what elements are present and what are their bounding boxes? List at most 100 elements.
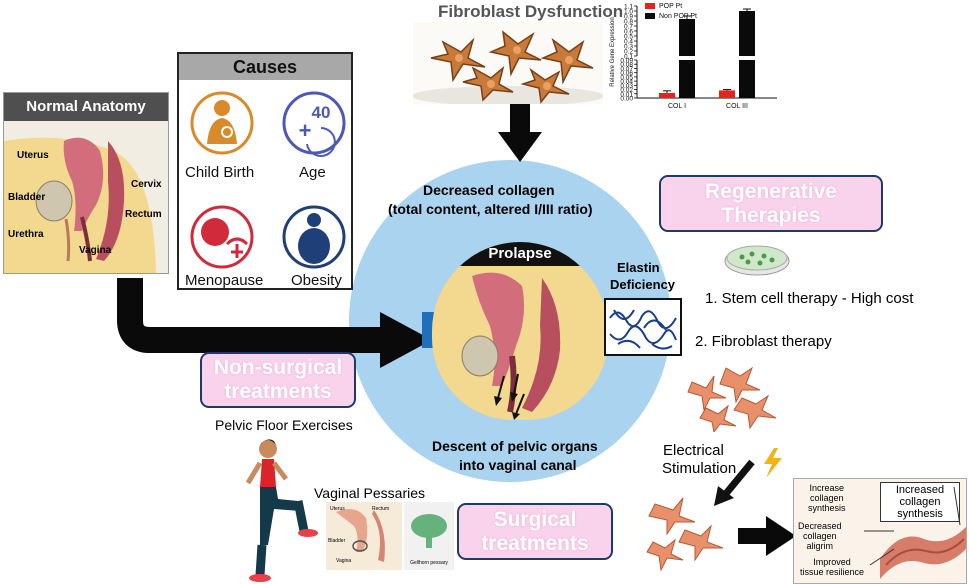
chart-bar-upper	[679, 19, 695, 56]
stem-cell-item: 1. Stem cell therapy - High cost	[705, 290, 914, 307]
chart-y-tick-label: 0.03	[620, 83, 633, 90]
prolapse-image: Prolapse	[432, 242, 608, 420]
chart-y-tick-label: 0.08	[620, 62, 633, 69]
electrical-label-1: Electrical	[663, 442, 724, 459]
chart-y-tick-label: 0.07	[620, 66, 633, 73]
surgical-box: Surgical treatments	[457, 503, 613, 560]
page-title: Fibroblast Dysfunction	[438, 2, 624, 21]
age-badge: 40	[312, 103, 331, 122]
lightning-icon	[764, 448, 782, 478]
anatomy-title: Normal Anatomy	[4, 93, 168, 121]
causes-panel: Causes Child Birth 40 + Age Menopause Ob…	[177, 52, 353, 290]
chart-y-tick-label: 0.05	[620, 74, 633, 81]
chart-legend-label: POP Pt	[659, 3, 682, 10]
increase-collagen-label: Increase collagen synthesis	[808, 483, 846, 513]
improved-resilience-label: Improved tissue resilience	[800, 557, 865, 577]
chart-y-tick-label: 0.5	[624, 34, 633, 41]
chart-y-tick-label: 0.04	[620, 79, 633, 86]
pessary-label-uterus: Uterus	[330, 506, 345, 512]
diagonal-arrow	[714, 459, 755, 506]
age-icon: 40 +	[282, 91, 346, 157]
chart-y-tick-label: 0.8	[624, 19, 633, 26]
elastin-label-1: Elastin	[617, 260, 660, 275]
petri-dish-icon	[724, 245, 790, 276]
pessary-label-rectum: Rectum	[372, 506, 389, 512]
fibroblast-cluster-image	[687, 366, 777, 432]
chart-x-tick-label: COL III	[726, 103, 748, 110]
chart-bar-upper	[739, 11, 755, 56]
cause-obesity: Obesity	[291, 272, 342, 289]
obesity-icon	[282, 205, 346, 269]
label-vagina: Vagina	[79, 245, 112, 256]
chart-bar	[719, 90, 735, 98]
prolapse-organs	[461, 272, 561, 420]
chart-y-tick-label: 0.06	[620, 70, 633, 77]
chart-y-tick-label: 0.4	[624, 39, 633, 46]
chart-y-tick-label: 0.00	[620, 96, 633, 103]
pessary-label-bladder: Bladder	[328, 538, 346, 544]
increased-collagen-box: Increased collagen synthesis	[880, 482, 960, 522]
descent-text-2: into vaginal canal	[459, 457, 577, 473]
chart-bar	[679, 60, 695, 98]
pelvic-floor-label: Pelvic Floor Exercises	[215, 417, 353, 433]
label-uterus: Uterus	[17, 150, 49, 161]
chart-bar	[739, 60, 755, 98]
chart-y-tick-label: 0.9	[624, 14, 633, 21]
stimulated-fibroblasts-image	[646, 497, 724, 572]
pessary-label-vagina: Vagina	[336, 558, 351, 564]
elastin-network-image	[604, 298, 682, 356]
blue-stub	[422, 312, 434, 348]
result-pointers	[864, 486, 961, 566]
chart-y-label: Relative Gene Expression	[610, 17, 616, 86]
chart-legend-label: Non POP Pt	[659, 13, 697, 20]
collagen-text-2: (total content, altered I/III ratio)	[388, 201, 593, 217]
chart-y-tick-label: 1.0	[624, 9, 633, 16]
chart-y-tick-label: 0.1	[624, 54, 633, 61]
decreased-collagen-label: Decreased collagen aligrim	[798, 521, 842, 551]
chart-legend-swatch	[645, 13, 655, 19]
label-bladder: Bladder	[8, 192, 46, 203]
chart-y-tick-label: 0.01	[620, 91, 633, 98]
chart-y-tick-label: 0.3	[624, 44, 633, 51]
cause-child-birth: Child Birth	[185, 164, 255, 181]
label-urethra: Urethra	[8, 229, 44, 240]
svg-text:+: +	[299, 118, 312, 143]
chart-y-tick-label: 0.2	[624, 49, 633, 56]
pessary-diagram: Uterus Rectum Bladder Vagina	[326, 502, 402, 570]
fibroblast-cells-image	[413, 22, 603, 104]
chart-y-tick-label: 0.02	[620, 87, 633, 94]
chart-y-tick-label: 0.7	[624, 24, 633, 31]
tissue-illustration	[880, 527, 966, 579]
chart-x-tick-label: COL I	[668, 103, 686, 110]
label-cervix: Cervix	[131, 179, 162, 190]
causes-header: Causes	[179, 54, 351, 80]
descent-text-1: Descent of pelvic organs	[432, 438, 598, 454]
child-birth-icon	[190, 91, 254, 155]
cause-age: Age	[299, 164, 326, 181]
chart-y-tick-label: 1.1	[624, 4, 633, 11]
main-arrow	[117, 278, 432, 368]
collagen-text-1: Decreased collagen	[423, 182, 555, 198]
anatomy-illustration	[4, 137, 156, 273]
gene-expression-chart: 0.000.010.020.030.040.050.060.070.080.09…	[610, 3, 777, 110]
cause-menopause: Menopause	[185, 272, 264, 289]
fibroblast-therapy-item: 2. Fibroblast therapy	[695, 333, 832, 350]
non-surgical-box: Non-surgical treatments	[200, 352, 356, 408]
normal-anatomy-panel: Normal Anatomy Uterus Cervix Bladder Rec…	[3, 92, 169, 274]
exercise-figure	[245, 439, 318, 582]
menopause-icon	[190, 205, 254, 269]
right-arrow	[738, 516, 796, 556]
electrical-label-2: Stimulation	[662, 460, 737, 477]
prolapse-label: Prolapse	[432, 242, 608, 266]
pessaries-label: Vaginal Pessaries	[314, 485, 426, 501]
result-panel: Increased collagen synthesis Increase co…	[793, 478, 967, 584]
chart-legend-swatch	[645, 3, 655, 9]
label-rectum: Rectum	[125, 209, 162, 220]
chart-y-tick-label: 0.6	[624, 29, 633, 36]
elastin-label-2: Deficiency	[610, 277, 676, 292]
gellhorn-pessary-image: Gellhorn pessary	[404, 502, 454, 570]
down-arrow	[498, 104, 542, 162]
pessary-label-gellhorn: Gellhorn pessary	[410, 560, 448, 566]
chart-y-tick-label: 0.09	[620, 58, 633, 65]
regenerative-therapies-box: Regenerative Therapies	[659, 175, 883, 232]
